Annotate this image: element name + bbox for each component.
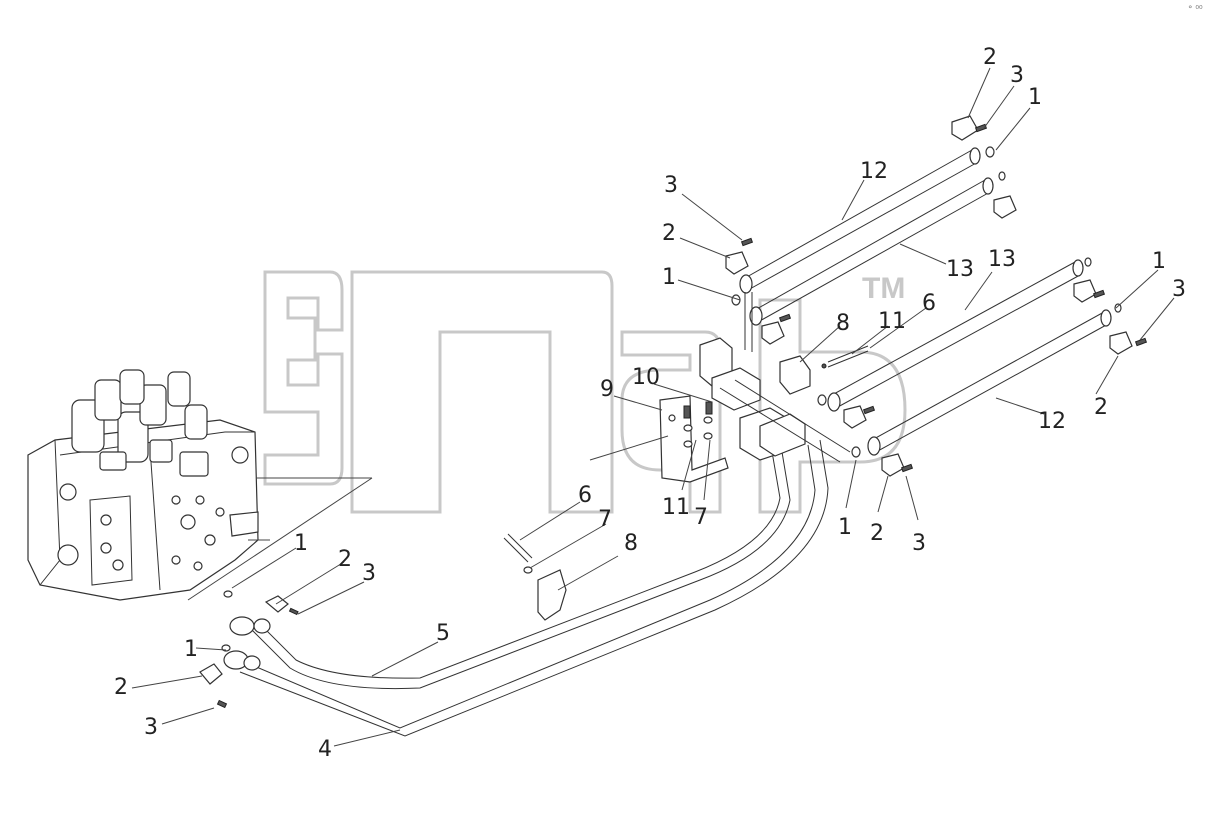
callout-10: 10	[632, 365, 660, 390]
o-ring-right-2	[1114, 303, 1122, 313]
callout-3-mid: 3	[912, 531, 926, 556]
split-flange-valve	[264, 595, 299, 616]
callout-labels: 2 3 1 12 3 2 13 1 13 1 3 8 11 6 10 9 2 1…	[114, 45, 1186, 762]
callout-1-valve: 1	[294, 531, 308, 556]
callout-11-top: 11	[878, 309, 906, 334]
pipe-12-upper	[739, 147, 981, 294]
callout-3-top: 3	[1010, 63, 1024, 88]
o-ring-top	[985, 146, 995, 158]
o-ring-valve	[223, 590, 233, 598]
mounting-bracket	[659, 395, 729, 483]
split-flange-top-2	[993, 195, 1017, 219]
clamp-8-lower	[537, 569, 567, 621]
callout-2-left: 2	[662, 221, 676, 246]
callout-6-bot: 6	[578, 483, 592, 508]
callout-3-right: 3	[1172, 277, 1186, 302]
callout-1-flange: 1	[184, 637, 198, 662]
watermark-logo	[263, 270, 907, 514]
callout-13-mid: 13	[988, 247, 1016, 272]
bolt-6-lower	[503, 533, 533, 574]
callout-13-top: 13	[946, 257, 974, 282]
o-ring-top-2	[998, 171, 1006, 181]
callout-7-mid: 7	[694, 505, 708, 530]
callout-8-bot: 8	[624, 531, 638, 556]
callout-9: 9	[600, 377, 614, 402]
watermark-trademark: TM	[862, 272, 905, 305]
split-flange-top-1	[951, 115, 988, 141]
pipe-flange-upper	[229, 616, 271, 636]
callout-3-valve: 3	[362, 561, 376, 586]
pipe-13-lower	[827, 259, 1084, 412]
clamp-blocks	[699, 292, 851, 463]
callout-1-top: 1	[1028, 85, 1042, 110]
callout-6-top: 6	[922, 291, 936, 316]
split-flange-left-1	[725, 237, 754, 275]
callout-1-left: 1	[662, 265, 676, 290]
bolt-6-upper	[821, 345, 869, 369]
callout-3-left: 3	[664, 173, 678, 198]
callout-2-flange: 2	[114, 675, 128, 700]
split-flange-mid-1	[843, 405, 876, 429]
callout-2-top: 2	[983, 45, 997, 70]
callout-2-right: 2	[1094, 395, 1108, 420]
callout-7-bot: 7	[598, 507, 612, 532]
split-flange-lower	[199, 663, 228, 709]
o-ring-mid	[817, 394, 827, 406]
callout-12-top: 12	[860, 159, 888, 184]
control-valve-block	[27, 369, 259, 601]
corner-mark: ° ⁰⁰	[1188, 5, 1203, 15]
callout-5: 5	[436, 621, 450, 646]
split-flange-left-2	[761, 313, 792, 345]
callout-8-top: 8	[836, 311, 850, 336]
split-flange-right-2	[1109, 331, 1148, 355]
split-flange-right-1	[1073, 279, 1106, 303]
callout-1-right: 1	[1152, 249, 1166, 274]
o-ring-mid-2	[851, 446, 861, 458]
split-flange-mid-2	[881, 453, 914, 477]
pipe-4	[239, 439, 829, 737]
callout-12-right: 12	[1038, 409, 1066, 434]
callout-2-valve: 2	[338, 547, 352, 572]
pipe-13-upper	[749, 177, 994, 326]
callout-1-mid: 1	[838, 515, 852, 540]
leader-lines	[131, 67, 1175, 747]
o-ring-right	[1084, 257, 1092, 267]
callout-2-mid: 2	[870, 521, 884, 546]
pipe-flange-lower	[223, 650, 261, 671]
callout-4: 4	[318, 737, 332, 762]
callout-3-flange: 3	[144, 715, 158, 740]
pipe-12-lower	[867, 309, 1112, 456]
callout-11-bot: 11	[662, 495, 690, 520]
pipe-5	[251, 439, 791, 690]
